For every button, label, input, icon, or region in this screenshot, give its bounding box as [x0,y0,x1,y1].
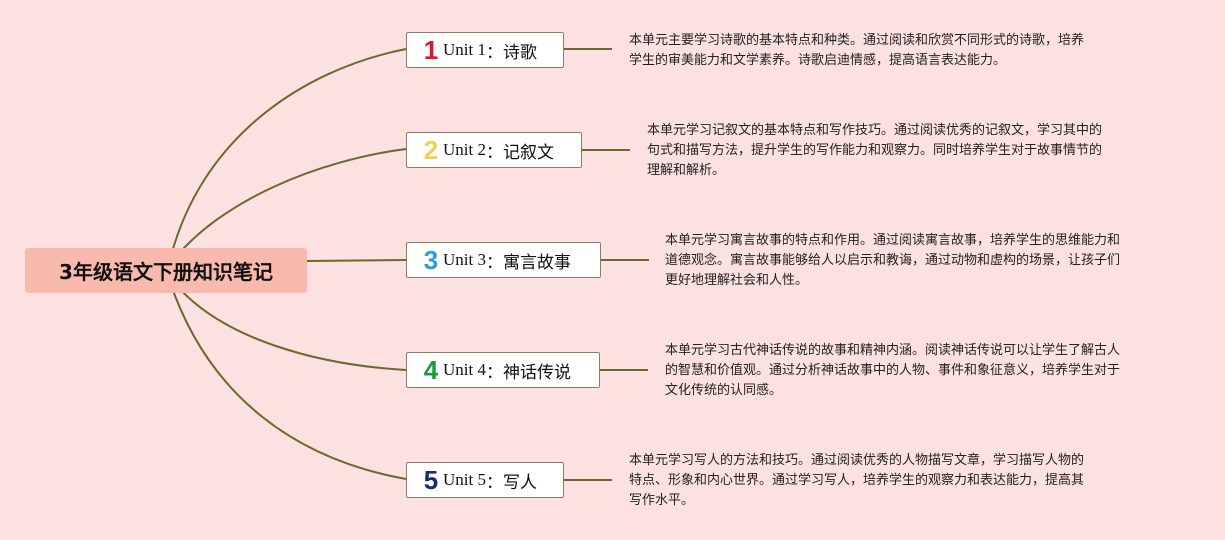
unit-label-cn: ：诗歌 [485,42,537,63]
unit-description-4[interactable]: 本单元学习古代神话传说的故事和精神内涵。阅读神话传说可以让学生了解古人 的智慧和… [665,341,1120,401]
description-line: 本单元学习记叙文的基本特点和写作技巧。通过阅读优秀的记叙文，学习其中的 [647,123,1103,138]
branch-connector-5 [169,281,407,480]
unit-label-en: Unit 4 [443,360,486,379]
description-line: 理解和解析。 [647,163,726,178]
description-line: 本单元主要学习诗歌的基本特点和种类。通过阅读和欣赏不同形式的诗歌，培养 [629,33,1085,48]
description-line: 写作水平。 [629,493,695,508]
branch-connector-1 [169,48,407,261]
root-topic[interactable]: 3年级语文下册知识笔记 [25,248,307,293]
unit-label-cn: ：写人 [485,472,537,493]
unit-label-cn: ：神话传说 [485,362,571,383]
branch-connector-2 [171,148,407,263]
unit-node-5[interactable]: 5 Unit 5：写人 [406,462,564,498]
number-4-icon: 4 [423,355,439,385]
unit-node-4[interactable]: 4 Unit 4：神话传说 [406,352,600,388]
branch-connector-3 [306,259,407,262]
unit-node-3[interactable]: 3 Unit 3：寓言故事 [406,242,601,278]
description-line: 特点、形象和内心世界。通过学习写人，培养学生的观察力和表达能力，提高其 [629,473,1085,488]
unit-description-1[interactable]: 本单元主要学习诗歌的基本特点和种类。通过阅读和欣赏不同形式的诗歌，培养 学生的审… [629,31,1084,71]
description-line: 文化传统的认同感。 [665,383,783,398]
unit-description-2[interactable]: 本单元学习记叙文的基本特点和写作技巧。通过阅读优秀的记叙文，学习其中的 句式和描… [647,121,1102,181]
description-line: 更好地理解社会和人性。 [665,273,809,288]
unit-label-cn: ：记叙文 [485,142,554,163]
description-line: 道德观念。寓言故事能够给人以启示和教诲，通过动物和虚构的场景，让孩子们 [665,253,1121,268]
unit-label-en: Unit 1 [443,40,486,59]
branch-connector-4 [171,279,407,371]
root-title: 3年级语文下册知识笔记 [59,260,273,284]
unit-description-3[interactable]: 本单元学习寓言故事的特点和作用。通过阅读寓言故事，培养学生的思维能力和 道德观念… [665,231,1120,291]
number-2-icon: 2 [423,135,439,165]
unit-label-en: Unit 2 [443,140,486,159]
description-line: 本单元学习写人的方法和技巧。通过阅读优秀的人物描写文章，学习描写人物的 [629,453,1085,468]
unit-label-cn: ：寓言故事 [485,252,571,273]
number-1-icon: 1 [423,35,439,65]
unit-label-en: Unit 5 [443,470,486,489]
description-line: 本单元学习寓言故事的特点和作用。通过阅读寓言故事，培养学生的思维能力和 [665,233,1121,248]
unit-label-en: Unit 3 [443,250,486,269]
description-line: 的智慧和价值观。通过分析神话故事中的人物、事件和象征意义，培养学生对于 [665,363,1121,378]
description-line: 句式和描写方法，提升学生的写作能力和观察力。同时培养学生对于故事情节的 [647,143,1103,158]
unit-node-1[interactable]: 1 Unit 1：诗歌 [406,32,564,68]
unit-description-5[interactable]: 本单元学习写人的方法和技巧。通过阅读优秀的人物描写文章，学习描写人物的 特点、形… [629,451,1084,511]
number-5-icon: 5 [423,465,439,495]
description-line: 本单元学习古代神话传说的故事和精神内涵。阅读神话传说可以让学生了解古人 [665,343,1121,358]
description-line: 学生的审美能力和文学素养。诗歌启迪情感，提高语言表达能力。 [629,53,1007,68]
unit-node-2[interactable]: 2 Unit 2：记叙文 [406,132,582,168]
number-3-icon: 3 [423,245,439,275]
